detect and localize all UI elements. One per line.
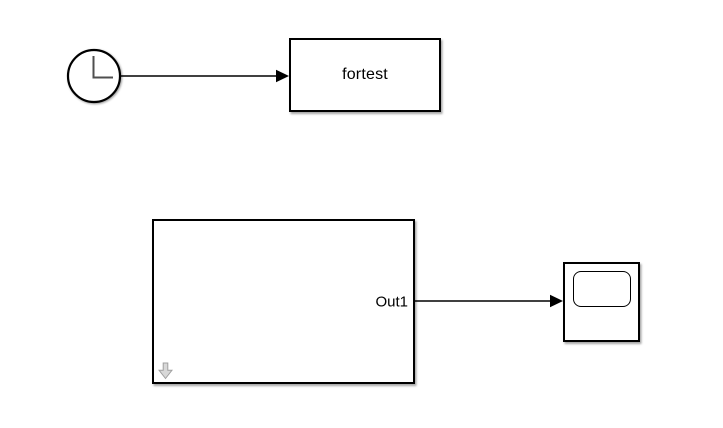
fortest-block-label: fortest bbox=[342, 66, 388, 83]
fortest-block[interactable]: fortest bbox=[289, 38, 441, 112]
clock-icon bbox=[66, 48, 122, 104]
subsystem-outport-label: Out1 bbox=[375, 293, 408, 310]
scope-block[interactable] bbox=[563, 262, 640, 342]
enter-subsystem-arrow-icon[interactable] bbox=[158, 362, 173, 380]
arrowhead-icon bbox=[550, 294, 563, 308]
wire-clock-to-fortest[interactable] bbox=[121, 69, 289, 83]
clock-hands bbox=[92, 56, 113, 79]
clock-block[interactable] bbox=[66, 48, 122, 104]
wire-subsystem-to-scope[interactable] bbox=[415, 294, 563, 308]
subsystem-block[interactable]: Out1 bbox=[152, 219, 415, 384]
arrowhead-icon bbox=[276, 69, 289, 83]
enter-subsystem-arrow-shape bbox=[158, 362, 173, 380]
scope-display-icon bbox=[573, 271, 631, 307]
